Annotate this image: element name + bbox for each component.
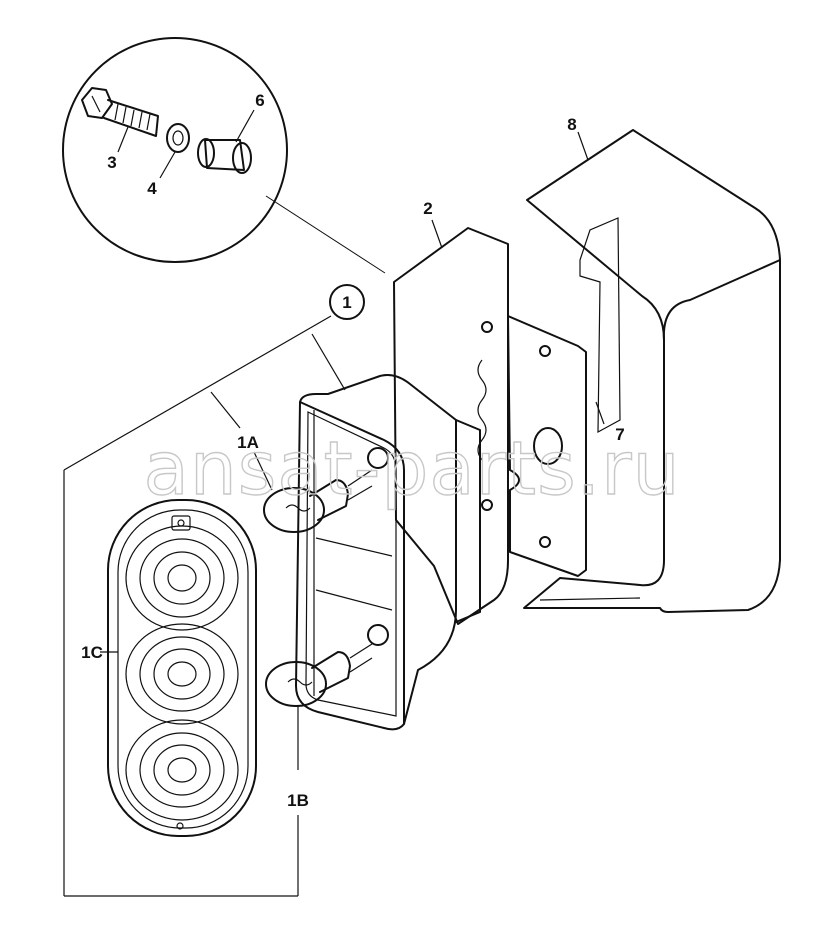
lens-segment-top	[125, 525, 239, 631]
callout-3: 3	[107, 153, 116, 172]
lens-1c-part	[107, 499, 257, 837]
callout-circle-1	[329, 284, 365, 320]
leader-3	[117, 126, 129, 153]
bulb-1b-part	[265, 643, 373, 707]
callout-2: 2	[423, 199, 432, 218]
cover-hood-part	[523, 129, 781, 613]
callout-7: 7	[615, 425, 624, 444]
gasket-plate-part	[393, 227, 587, 625]
callout-1b: 1B	[287, 791, 309, 810]
lens-segment-middle	[125, 623, 239, 725]
lamp-housing-part	[295, 374, 481, 731]
callout-1c: 1C	[81, 643, 103, 662]
callout-8: 8	[567, 115, 576, 134]
spacer-sleeve-part	[197, 138, 252, 174]
callout-4: 4	[147, 179, 157, 198]
hardware-detail-circle	[62, 37, 386, 274]
lens-segment-bottom	[125, 719, 239, 821]
leader-6	[235, 109, 255, 143]
bulb-1a-part	[263, 469, 373, 533]
callout-6: 6	[255, 91, 264, 110]
watermark-text: ansat-parts.ru	[143, 426, 680, 512]
washer-part	[166, 123, 190, 153]
callout-1a: 1A	[237, 433, 259, 452]
bolt-part	[81, 87, 159, 137]
assembly-bracket-lines	[63, 131, 605, 897]
leader-4	[159, 151, 176, 179]
callout-1: 1	[342, 293, 351, 312]
